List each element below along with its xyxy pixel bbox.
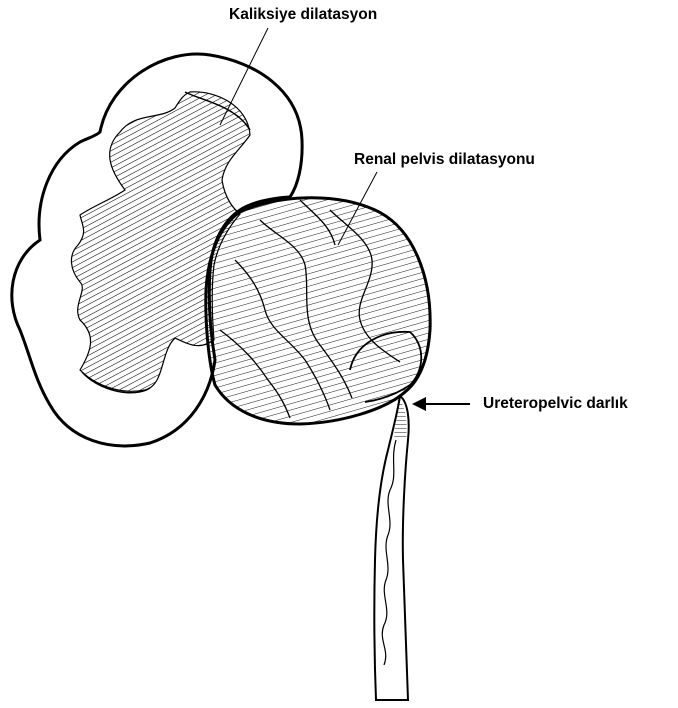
label-calyceal-dilation: Kaliksiye dilatasyon (229, 6, 377, 24)
ureter (374, 396, 408, 700)
label-renal-pelvis-dilation: Renal pelvis dilatasyonu (354, 151, 535, 169)
upj-arrow (412, 397, 470, 411)
renal-pelvis (206, 198, 430, 424)
label-ureteropelvic-stricture: Ureteropelvic darlık (483, 395, 628, 413)
